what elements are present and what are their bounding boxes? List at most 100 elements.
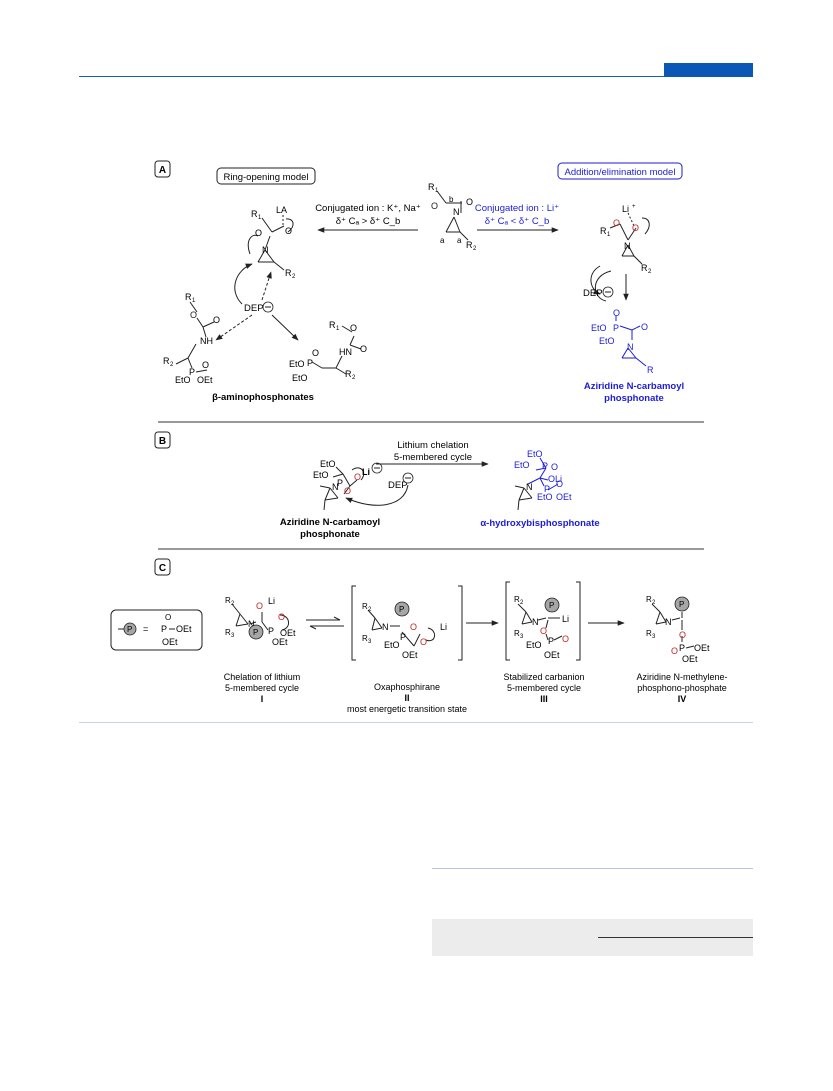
svg-text:P: P <box>542 461 548 471</box>
svg-text:EtO: EtO <box>175 375 191 385</box>
svg-text:O: O <box>466 197 473 207</box>
svg-text:R: R <box>362 602 368 611</box>
svg-text:R: R <box>225 596 231 605</box>
svg-text:R: R <box>428 182 435 192</box>
svg-text:O: O <box>255 228 262 238</box>
svg-text:R: R <box>345 369 352 379</box>
svg-text:R: R <box>641 263 648 273</box>
structure-IV-line2: phosphono-phosphate <box>637 683 727 693</box>
svg-text:P: P <box>307 358 313 368</box>
svg-text:P: P <box>337 478 343 488</box>
svg-text:R: R <box>225 628 231 637</box>
svg-text:b: b <box>449 195 454 204</box>
svg-text:OEt: OEt <box>402 650 418 660</box>
svg-text:N: N <box>526 482 533 492</box>
structure-I <box>231 603 289 631</box>
beta-aminophosphonate-1 <box>175 301 215 373</box>
svg-text:O: O <box>256 601 263 611</box>
svg-text:R: R <box>514 595 520 604</box>
svg-text:O: O <box>350 323 357 333</box>
structure-IV-numeral: IV <box>678 694 687 704</box>
panel-c-label: C <box>159 563 166 574</box>
svg-text:P: P <box>127 625 132 634</box>
svg-text:O: O <box>410 622 417 632</box>
svg-text:OEt: OEt <box>694 643 710 653</box>
svg-text:R: R <box>251 209 258 219</box>
structure-IV-line1: Aziridine N-methylene- <box>636 672 727 682</box>
svg-text:OEt: OEt <box>556 492 572 502</box>
ring-opening-intermediate <box>247 214 294 271</box>
header-rule <box>79 76 753 77</box>
svg-text:R: R <box>514 629 520 638</box>
svg-text:a: a <box>457 236 462 245</box>
legend-oet-1: OEt <box>176 624 192 634</box>
svg-text:Li: Li <box>622 204 629 214</box>
svg-text:P: P <box>544 484 550 494</box>
svg-text:EtO: EtO <box>591 323 607 333</box>
svg-text:O: O <box>285 226 292 236</box>
sidebar-box-line <box>598 937 753 938</box>
svg-text:P: P <box>613 323 619 333</box>
svg-text:OEt: OEt <box>197 375 213 385</box>
structure-I-numeral: I <box>261 694 264 704</box>
ring-opening-model-title: Ring-opening model <box>223 172 308 183</box>
svg-text:O: O <box>360 344 367 354</box>
panel-a-badge <box>154 160 171 178</box>
addition-elimination-model-title: Addition/elimination model <box>565 167 676 178</box>
svg-text:O: O <box>344 486 351 496</box>
svg-text:OEt: OEt <box>272 637 288 647</box>
dep-label-b: DEP <box>388 480 408 491</box>
svg-text:2: 2 <box>473 246 477 252</box>
svg-text:R: R <box>329 320 336 330</box>
addition-elimination-intermediate <box>594 212 650 302</box>
aziridine-carbamoyl-phosphonate-product <box>615 316 647 367</box>
svg-text:OEt: OEt <box>682 654 698 664</box>
svg-text:R: R <box>600 226 607 236</box>
svg-text:1: 1 <box>435 188 439 194</box>
svg-text:2: 2 <box>292 274 296 280</box>
svg-text:O: O <box>190 310 197 320</box>
legend-equals: = <box>143 624 148 634</box>
structure-II-line2: most energetic transition state <box>347 704 467 714</box>
svg-text:EtO: EtO <box>599 336 615 346</box>
svg-text:O: O <box>613 218 620 228</box>
dep-label-a: DEP <box>244 303 264 314</box>
svg-text:O: O <box>431 201 438 211</box>
svg-text:1: 1 <box>258 215 262 221</box>
figure-bottom-rule <box>79 722 753 723</box>
svg-text:O: O <box>551 462 558 472</box>
svg-text:Li: Li <box>268 596 275 606</box>
left-arrow-conditions-1: Conjugated ion : K⁺, Na⁺ <box>315 203 421 214</box>
addition-elimination-box <box>557 162 683 180</box>
svg-text:OEt: OEt <box>280 628 296 638</box>
svg-text:P: P <box>189 367 195 377</box>
structure-II-line1: Oxaphosphirane <box>374 682 440 692</box>
svg-text:HN: HN <box>339 347 352 357</box>
structure-I-line2: 5-membered cycle <box>225 683 299 693</box>
beta-aminophosphonate-2 <box>311 325 362 375</box>
svg-text:1: 1 <box>192 298 196 304</box>
svg-text:R: R <box>646 629 652 638</box>
svg-text:NH: NH <box>200 336 213 346</box>
svg-text:EtO: EtO <box>313 470 329 480</box>
svg-text:O: O <box>562 634 569 644</box>
structure-III <box>517 603 563 641</box>
left-arrow-conditions-2: δ⁺ Cₐ > δ⁺ C_b <box>336 216 401 227</box>
alpha-hydroxybisphosphonate-structure <box>527 457 559 491</box>
structure-III-numeral: III <box>540 694 548 704</box>
svg-text:R: R <box>362 634 368 643</box>
svg-text:N: N <box>382 622 389 632</box>
svg-text:EtO: EtO <box>320 459 336 469</box>
svg-text:N: N <box>262 245 269 255</box>
structure-II-numeral: II <box>404 693 409 703</box>
svg-text:P: P <box>400 632 406 642</box>
svg-text:Li: Li <box>362 467 370 477</box>
svg-text:P: P <box>161 624 167 634</box>
p-legend-box <box>110 609 203 651</box>
svg-text:O: O <box>540 626 547 636</box>
reaction-scheme-figure: A Ring-opening model Addition/eliminatio… <box>110 160 728 714</box>
svg-text:R: R <box>285 268 292 278</box>
structure-IV <box>651 603 695 649</box>
dep-label-a2: DEP <box>583 288 603 299</box>
svg-text:O: O <box>278 612 285 622</box>
